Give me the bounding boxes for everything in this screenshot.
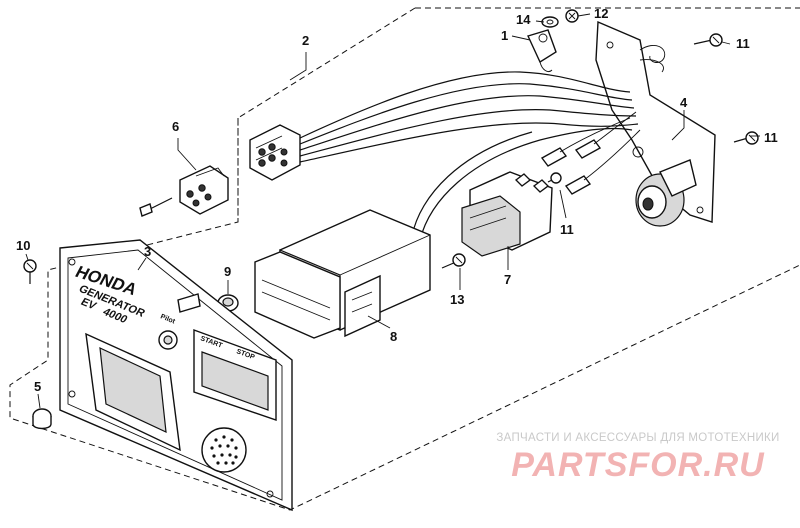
- screw-10: [23, 259, 37, 284]
- leader-lines: [25, 13, 760, 409]
- screw-11-top: [693, 33, 723, 47]
- callout-13: 13: [450, 292, 464, 307]
- callout-1: 1: [501, 28, 508, 43]
- callout-6: 6: [172, 119, 179, 134]
- callout-9: 9: [224, 264, 231, 279]
- callout-7: 7: [504, 272, 511, 287]
- connector-6: [139, 165, 229, 217]
- callout-11-top: 11: [736, 36, 750, 51]
- callout-11-lower: 11: [560, 222, 574, 237]
- washer: [541, 16, 559, 28]
- screw-11-lower: [547, 172, 562, 184]
- screw-11-right: [733, 131, 759, 145]
- callout-8: 8: [390, 329, 397, 344]
- speaker-grille-dots: [210, 435, 238, 465]
- callout-12: 12: [594, 6, 608, 21]
- screw-13: [441, 253, 466, 269]
- callout-10: 10: [16, 238, 30, 253]
- callout-14: 14: [516, 12, 531, 27]
- panel-model-line2: EV: [78, 296, 99, 312]
- control-unit: [254, 209, 431, 339]
- callout-11-right: 11: [764, 130, 778, 145]
- wire-harness: [249, 71, 641, 241]
- watermark-logo: PARTSFOR.RU: [511, 446, 765, 484]
- screw-12: [565, 9, 579, 23]
- bracket-assembly: [595, 20, 716, 227]
- callout-3: 3: [144, 244, 151, 259]
- callout-4: 4: [680, 95, 688, 110]
- callout-5: 5: [34, 379, 41, 394]
- callout-2: 2: [302, 33, 309, 48]
- engine-switch: [461, 171, 553, 257]
- watermark-tagline: ЗАПЧАСТИ И АКСЕССУАРЫ ДЛЯ МОТОТЕХНИКИ: [496, 432, 780, 444]
- front-panel: HONDA GENERATOR EV 4000 Pilot START STOP: [59, 239, 293, 512]
- cable-clamp: [527, 29, 557, 73]
- cap-5: [32, 408, 52, 430]
- callout-labels: 1 14 12 2 6 11 4 11 11 10 3 9 7 13 8 5: [16, 6, 778, 394]
